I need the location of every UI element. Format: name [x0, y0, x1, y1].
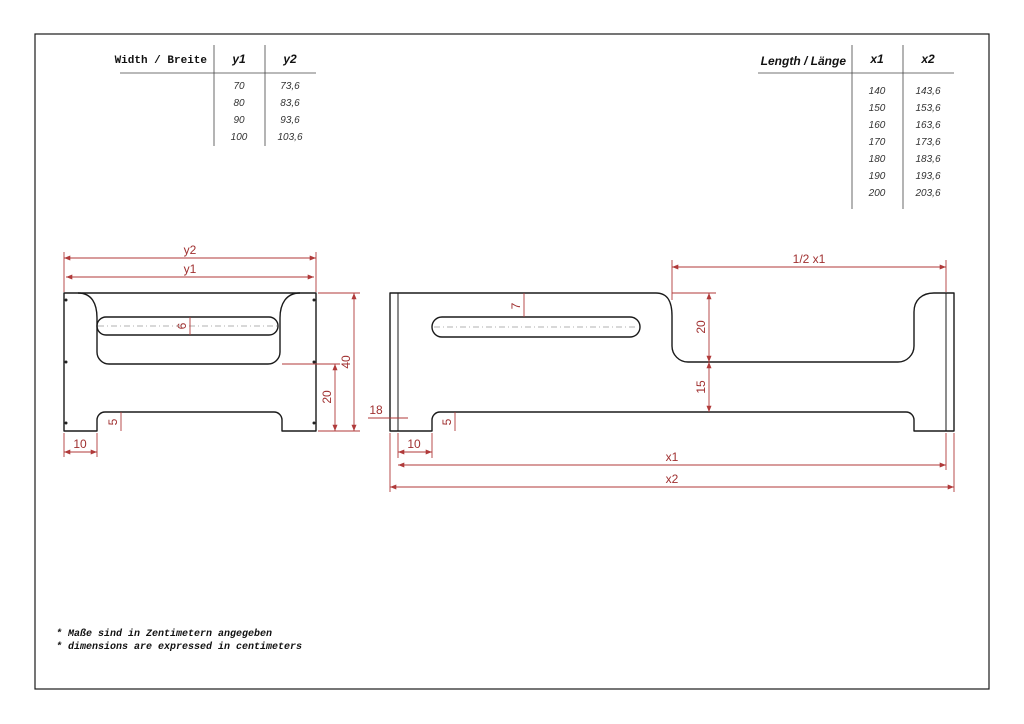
width-table-cell-y2: 83,6 [280, 98, 300, 109]
width-table-col-y2: y2 [282, 52, 297, 66]
side-panel-screw-hole [312, 298, 316, 302]
side-panel-screw-hole [312, 421, 316, 425]
width-table-col-y1: y1 [231, 52, 246, 66]
long-panel-view: 1/2 x1 7 20 15 18 5 10 x1 x2 [368, 252, 955, 492]
length-table-cell-x2: 193,6 [915, 171, 940, 182]
width-table-cell-y1: 90 [233, 115, 245, 126]
length-table-cell-x2: 153,6 [915, 103, 940, 114]
width-table: Width / Breite y1 y2 70 73,6 80 83,6 90 93,6 1… [115, 45, 316, 146]
length-table-cell-x2: 203,6 [914, 188, 940, 199]
dim-label-7: 7 [509, 302, 523, 309]
length-table-cell-x2: 173,6 [915, 137, 940, 148]
dim-label-20: 20 [694, 320, 708, 334]
width-table-rows: 70 73,6 80 83,6 90 93,6 100 103,6 [231, 81, 303, 143]
dim-label-slot: 6 [175, 322, 189, 329]
side-panel-screw-hole [312, 360, 316, 364]
note-english: * dimensions are expressed in centimeter… [56, 641, 302, 653]
dim-label-5: 5 [440, 418, 454, 425]
length-table: Length / Länge x1 x2 140 143,6 150 153,6 160… [758, 45, 954, 209]
long-panel-slot [431, 316, 641, 338]
length-table-col-x1: x1 [869, 52, 884, 66]
width-table-cell-y1: 100 [231, 132, 248, 143]
width-table-cell-y1: 70 [233, 81, 245, 92]
side-panel-screw-hole [64, 360, 68, 364]
width-table-cell-y2: 93,6 [280, 115, 300, 126]
dim-label-15: 15 [694, 380, 708, 394]
length-table-rows: 140 143,6 150 153,6 160 163,6 170 173,6 180 183,6… [868, 86, 941, 199]
length-table-cell-x1: 200 [868, 188, 886, 199]
length-table-cell-x1: 190 [869, 171, 886, 182]
width-table-cell-y1: 80 [233, 98, 245, 109]
length-table-cell-x1: 160 [869, 120, 886, 131]
dim-label-10: 10 [73, 437, 87, 451]
side-panel-outline [63, 292, 317, 432]
dim-label-10: 10 [407, 437, 421, 451]
width-table-header: Width / Breite [115, 55, 208, 67]
side-panel-cutout [77, 292, 301, 365]
length-table-cell-x1: 170 [869, 137, 886, 148]
dim-label-20: 20 [320, 390, 334, 404]
width-table-cell-y2: 103,6 [277, 132, 302, 143]
long-panel-outline [389, 292, 955, 432]
dim-label-40: 40 [339, 355, 353, 369]
length-table-cell-x1: 140 [869, 86, 886, 97]
length-table-header: Length / Länge [761, 54, 847, 68]
side-panel-slot [96, 316, 279, 336]
width-table-cell-y2: 73,6 [280, 81, 300, 92]
length-table-cell-x2: 163,6 [915, 120, 940, 131]
length-table-cell-x2: 183,6 [915, 154, 940, 165]
dim-label-y2: y2 [184, 243, 197, 257]
side-panel-view: y2 y1 6 40 20 5 10 [63, 243, 360, 457]
note-german: * Maße sind in Zentimetern angegeben [56, 628, 272, 640]
side-panel-screw-hole [64, 421, 68, 425]
dim-label-5: 5 [106, 418, 120, 425]
dim-label-x1: x1 [666, 450, 679, 464]
length-table-cell-x2: 143,6 [915, 86, 940, 97]
length-table-cell-x1: 180 [869, 154, 886, 165]
dim-label-y1: y1 [184, 262, 197, 276]
side-panel-screw-hole [64, 298, 68, 302]
dim-label-x2: x2 [666, 472, 679, 486]
dim-label-half-x1: 1/2 x1 [793, 252, 826, 266]
drawing-frame [34, 33, 990, 690]
dim-label-18: 18 [369, 403, 383, 417]
length-table-cell-x1: 150 [869, 103, 886, 114]
length-table-col-x2: x2 [920, 52, 935, 66]
